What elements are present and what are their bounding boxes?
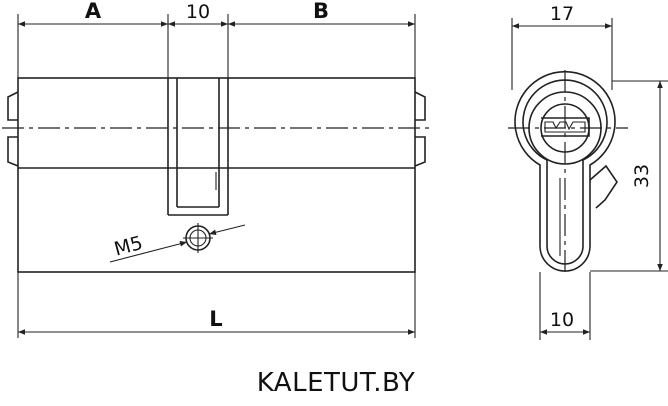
screw-hole [183,223,213,253]
dimension-label-b: B [313,0,329,23]
dimension-label-a: A [85,0,102,23]
cam [589,164,618,209]
cylinder-body [7,77,426,273]
dimension-label-middle: 10 [186,1,210,23]
dimension-label-l: L [209,307,222,331]
thread-label: M5 [112,232,145,261]
thread-leader [109,224,246,263]
dimension-label-height: 33 [631,164,653,188]
cam-slot [167,78,229,216]
side-view: A 10 B [2,0,432,338]
watermark: KALETUT.BY [257,368,416,398]
end-view: 17 33 10 [508,3,668,340]
dimension-label-bottom: 10 [550,309,574,331]
dimension-label-width: 17 [550,3,574,25]
